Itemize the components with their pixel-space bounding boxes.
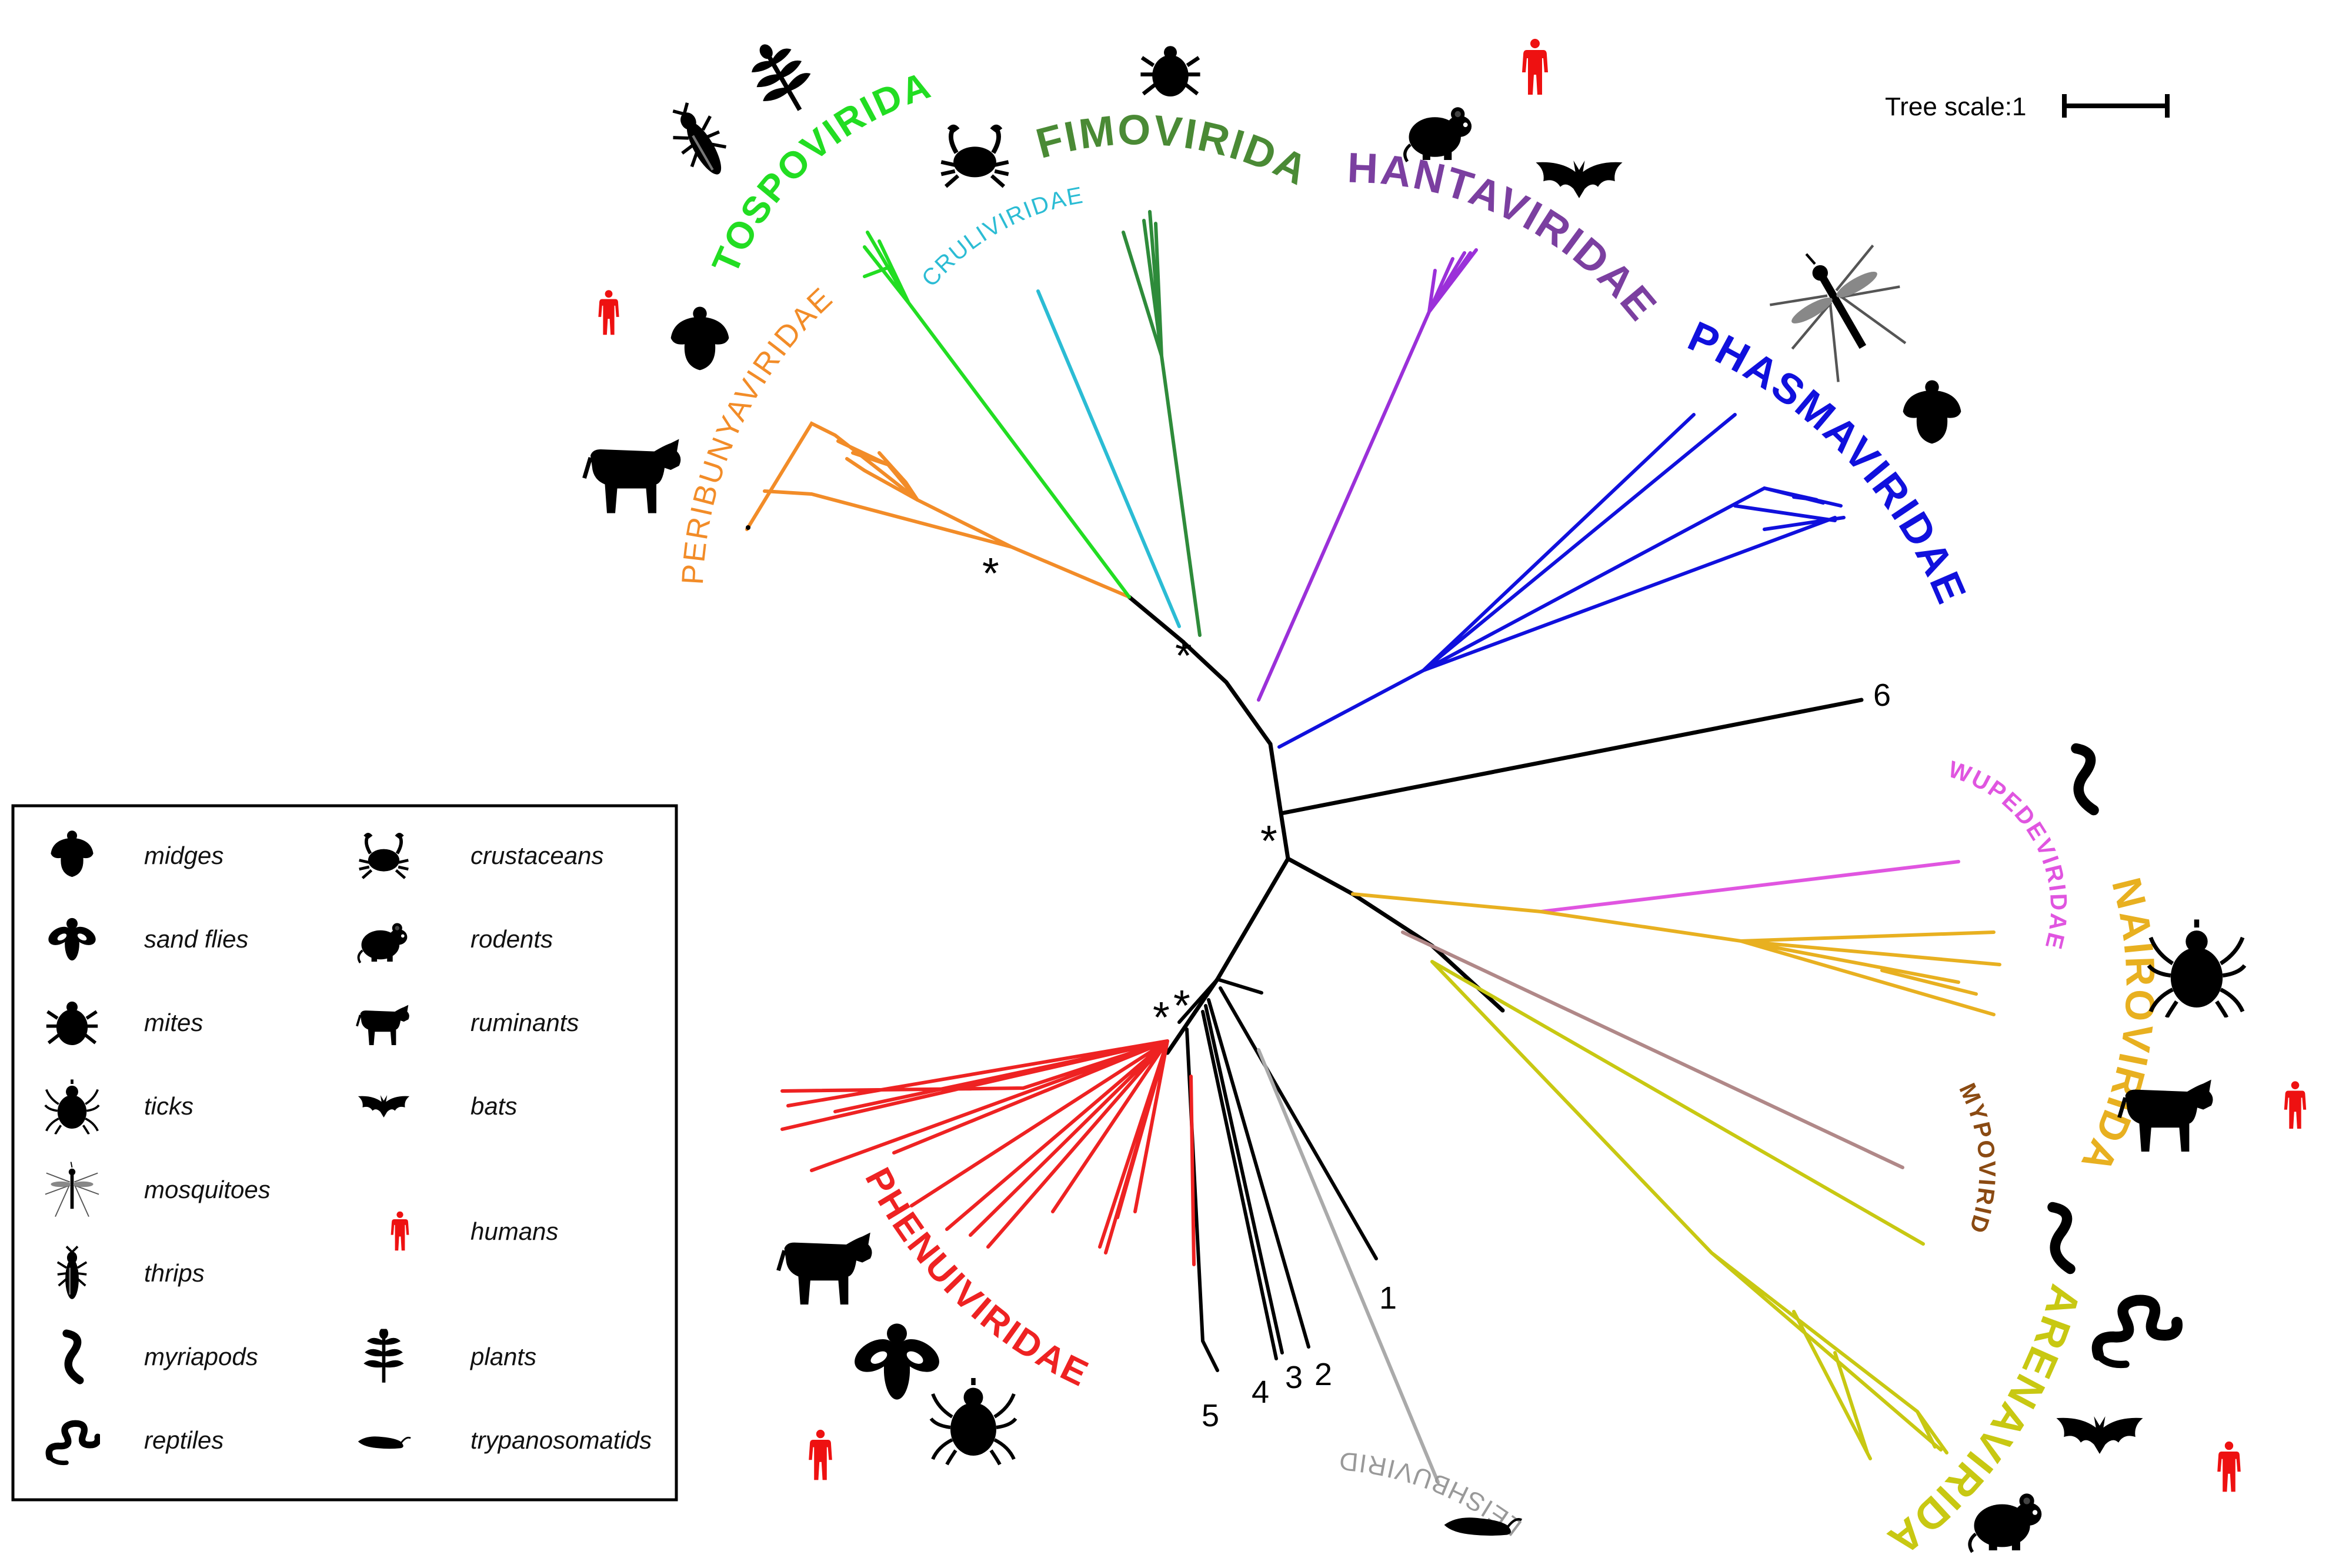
family-label-fimoviridae: FIMOVIRIDAE — [0, 0, 1316, 195]
family-label-wupedeviridae: WUPEDEVIRIDAE — [1945, 756, 2071, 953]
wupedeviridae-branch — [1539, 860, 1960, 913]
hantaviridae-clade — [1257, 248, 1478, 702]
lineage-label-5: 5 — [1202, 1398, 1219, 1433]
phenuiviridae-clade — [780, 1039, 1196, 1266]
leishbuviridae-branch — [1257, 1048, 1440, 1484]
thrips-icon — [662, 96, 738, 185]
lineage-label-4: 4 — [1252, 1374, 1269, 1410]
nairoviridae-clade — [1351, 892, 2001, 1016]
fimoviridae-clade — [1122, 210, 1202, 637]
legend-label: myriapods — [144, 1343, 258, 1370]
legend-label: crustaceans — [471, 842, 603, 869]
mites-icon — [1140, 46, 1200, 96]
support-star: * — [1153, 993, 1170, 1042]
legend-label: mites — [144, 1009, 203, 1036]
reptiles-icon — [2097, 1300, 2177, 1365]
ruminants-icon — [585, 439, 681, 513]
lineage-2-branch — [1207, 998, 1310, 1349]
mypoviridae-branch — [1401, 930, 1904, 1169]
crustaceans-icon — [941, 125, 1008, 186]
family-label-phasmaviridae: PHASMAVIRIDAE — [1681, 312, 1975, 611]
family-label-hantaviridae: HANTAVIRIDAE — [1346, 144, 1666, 330]
lineage-label-2: 2 — [1314, 1357, 1332, 1392]
tree — [745, 210, 2001, 1484]
humans-icon — [2217, 1441, 2241, 1492]
support-star: * — [1175, 631, 1192, 680]
support-star: * — [1173, 981, 1190, 1030]
legend-label: bats — [471, 1092, 517, 1120]
support-star: * — [1260, 816, 1277, 865]
legend-label: midges — [144, 842, 223, 869]
bats-icon — [2056, 1416, 2143, 1454]
lineage-1-branch — [1219, 986, 1378, 1260]
legend-label: ticks — [144, 1092, 193, 1120]
humans-icon — [809, 1429, 832, 1480]
lineage-label-6: 6 — [1873, 678, 1891, 713]
midges-icon — [670, 306, 729, 371]
phasmaviridae-clade — [1277, 413, 1846, 749]
ruminants-icon — [2119, 1080, 2213, 1152]
ruminants-icon — [778, 1233, 872, 1305]
tree-scale-label: Tree scale:1 — [1885, 92, 2026, 121]
legend-label: rodents — [471, 925, 553, 953]
ticks-icon — [931, 1378, 1016, 1464]
legend-label: ruminants — [471, 1009, 579, 1036]
legend-label: humans — [471, 1217, 558, 1245]
lineage-4-branch — [1201, 1010, 1278, 1360]
legend: midges sand flies mites ticks mosquitoes thri… — [11, 804, 678, 1502]
legend-label: reptiles — [144, 1426, 223, 1454]
support-star: * — [982, 549, 999, 598]
humans-icon — [2284, 1081, 2307, 1129]
backbone-branches — [1127, 595, 1864, 1055]
myriapods-icon — [2053, 1207, 2070, 1269]
legend-label: plants — [469, 1343, 536, 1370]
arenaviridae-clade — [1430, 960, 1948, 1460]
lineage-label-3: 3 — [1285, 1360, 1303, 1395]
tree-scale: Tree scale:1 — [1885, 92, 2170, 121]
family-label-tospoviridae: TOSPOVIRIDAE — [0, 0, 937, 280]
family-label-cruliviridae: CRULIVIRIDAE — [917, 182, 1086, 292]
rodents-icon — [1970, 1493, 2041, 1552]
humans-icon — [598, 290, 619, 335]
legend-box — [11, 804, 678, 1502]
tospoviridae-clade — [863, 231, 1131, 599]
midges-icon — [1903, 380, 1961, 444]
sand-flies-icon — [849, 1323, 945, 1400]
lineage-3-branch — [1204, 1004, 1284, 1355]
peribunyaviridae-clade — [745, 421, 1131, 599]
legend-label: sand flies — [144, 925, 248, 953]
legend-label: thrips — [144, 1259, 205, 1287]
plants-icon — [739, 31, 824, 124]
lineage-label-1: 1 — [1379, 1280, 1397, 1316]
myriapods-icon — [2076, 749, 2094, 810]
legend-label: mosquitoes — [144, 1176, 271, 1203]
legend-label: trypanosomatids — [471, 1426, 652, 1454]
bats-icon — [1536, 161, 1623, 198]
humans-icon — [1522, 39, 1548, 95]
cruliviridae-branch — [1036, 289, 1181, 628]
